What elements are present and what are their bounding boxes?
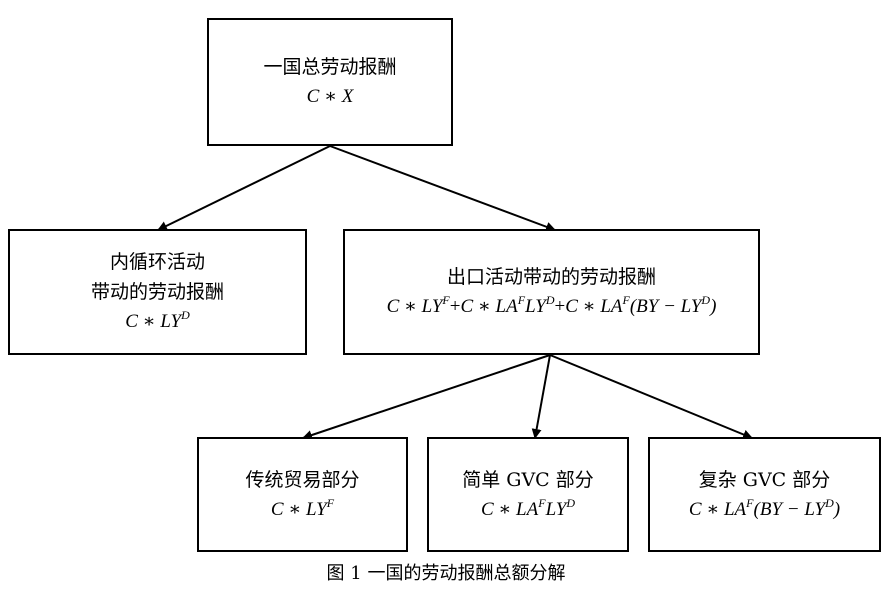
domestic-label-line2: 带动的劳动报酬 [90,281,224,303]
simple-gvc-formula: C ∗ LAFLYD [480,495,576,520]
traditional-trade-label: 传统贸易部分 [245,468,360,491]
complex-gvc-node: 复杂 GVC 部分 C ∗ LAF(BY − LYD) [648,437,881,552]
export-node: 出口活动带动的劳动报酬 C ∗ LYF+C ∗ LAFLYD+C ∗ LAF(B… [343,229,760,355]
export-formula: C ∗ LYF+C ∗ LAFLYD+C ∗ LAF(BY − LYD) [386,293,717,317]
root-formula: C ∗ X [306,86,354,107]
arrow-export-to-simple-gvc [531,354,551,439]
root-node: 一国总劳动报酬 C ∗ X [207,18,453,146]
simple-gvc-node: 简单 GVC 部分 C ∗ LAFLYD [427,437,629,552]
domestic-node: 内循环活动 带动的劳动报酬 C ∗ LYD [8,229,307,355]
domestic-formula: C ∗ LYD [125,308,190,332]
arrow-export-to-complex-gvc [549,354,753,440]
export-label: 出口活动带动的劳动报酬 [446,266,656,288]
traditional-trade-node: 传统贸易部分 C ∗ LYF [197,437,408,552]
arrow-export-to-traditional [302,354,551,440]
complex-gvc-label: 复杂 GVC 部分 [698,468,831,491]
simple-gvc-label: 简单 GVC 部分 [462,468,594,491]
figure-caption: 图 1 一国的劳动报酬总额分解 [326,563,566,584]
arrow-root-to-domestic [157,145,331,231]
traditional-trade-formula: C ∗ LYF [270,495,335,520]
complex-gvc-formula: C ∗ LAF(BY − LYD) [688,495,841,520]
domestic-label-line1: 内循环活动 [109,251,205,273]
arrow-root-to-export [329,145,556,232]
root-label: 一国总劳动报酬 [263,56,397,78]
